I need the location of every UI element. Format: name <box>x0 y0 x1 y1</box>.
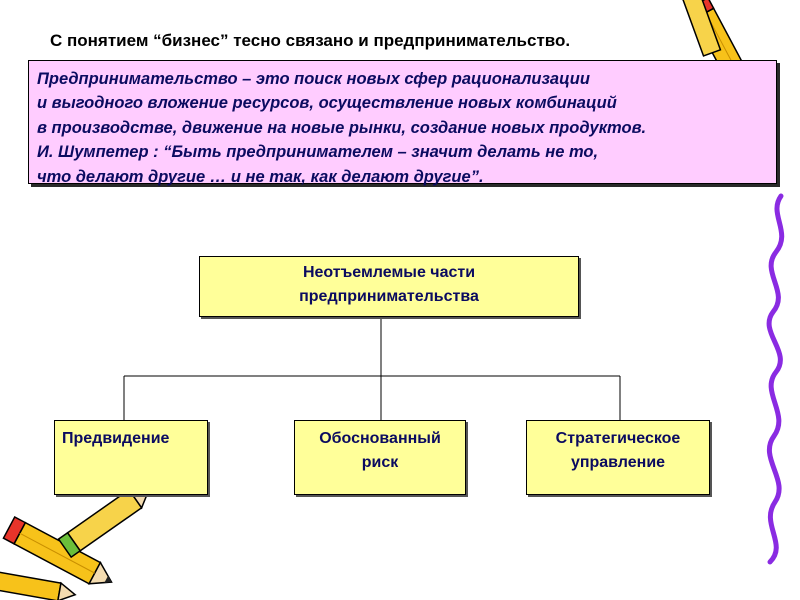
definition-line: что делают другие … и не так, как делают… <box>37 167 484 186</box>
node-label: Обоснованный <box>319 430 441 447</box>
diagram-node-strategic-management: Стратегическое управление <box>526 420 710 495</box>
node-label: Неотъемлемые части <box>302 264 476 281</box>
definition-line: И. Шумпетер : “Быть предпринимателем – з… <box>37 143 599 162</box>
pencil-icon-top-right-second <box>678 0 722 57</box>
node-label: управление <box>570 454 666 471</box>
diagram-node-justified-risk: Обоснованный риск <box>294 420 466 495</box>
purple-wave-decoration <box>766 193 785 565</box>
node-label: предпринимательства <box>299 288 479 305</box>
definition-box: Предпринимательство – это поиск новых сф… <box>28 60 777 186</box>
definition-line: Предпринимательство – это поиск новых сф… <box>37 70 590 88</box>
definition-line: и выгодного вложение ресурсов, осуществл… <box>37 94 617 113</box>
definition-line: в производстве, движение на новые рынки,… <box>37 118 647 137</box>
node-label: Стратегическое <box>555 430 681 447</box>
pencil-icon-bottom-left-third <box>0 570 77 600</box>
node-label: риск <box>361 454 399 471</box>
intro-text: С понятием “бизнес” тесно связано и пред… <box>50 31 571 50</box>
node-label: Предвидение <box>62 430 170 447</box>
diagram-node-foresight: Предвидение <box>54 420 208 495</box>
diagram-root-node: Неотъемлемые части предпринимательства <box>199 256 579 317</box>
